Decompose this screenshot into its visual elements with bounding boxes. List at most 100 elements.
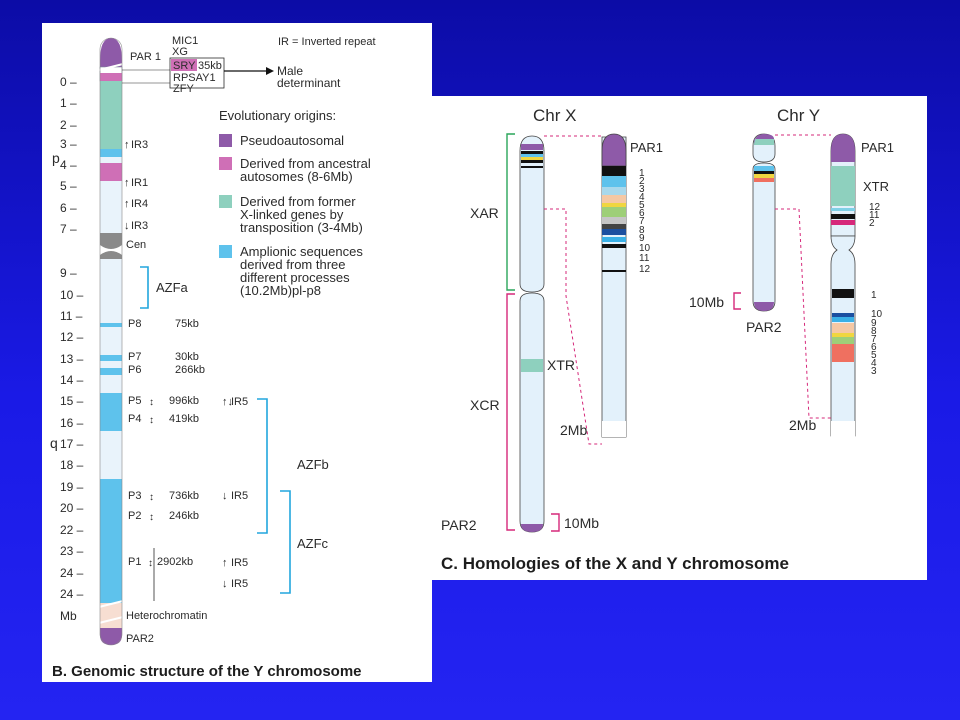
segment-pale-a [100, 157, 122, 163]
par1-cap [100, 38, 122, 73]
svg-text:9: 9 [639, 233, 645, 244]
scale-label: 12 – [60, 330, 84, 344]
scale-label: 24 – [60, 587, 84, 601]
palindrome-name: P4 [128, 413, 141, 425]
svg-text:1: 1 [639, 168, 645, 179]
ir-marker: ↑↓ [222, 396, 233, 408]
palindrome-name: P1 [128, 556, 141, 568]
ir-marker: ↑ [124, 177, 130, 189]
palindrome-size: 996kb [169, 395, 199, 407]
y-chromosome [98, 37, 124, 646]
gene-sry: SRY [173, 60, 196, 72]
legend-swatch-pseudoautosomal [219, 134, 232, 147]
xar-label: XAR [470, 205, 499, 221]
svg-text:10: 10 [871, 309, 883, 320]
palindrome-name: P2 [128, 510, 141, 522]
scale-label: 15 – [60, 394, 84, 408]
ir5-label: IR5 [231, 490, 248, 502]
legend-label: (10.2Mb)pl-p8 [240, 283, 321, 298]
ir-marker: ↑ [222, 557, 228, 569]
svg-text:3: 3 [871, 366, 877, 377]
scale-label: 19 – [60, 480, 84, 494]
cen-label: Cen [126, 239, 146, 251]
ir-label: IR3 [131, 139, 148, 151]
y-structure-diagram: 0 – 1 – 2 – 3 – 4 – 5 – 6 – 7 – 9 – 10 –… [50, 35, 376, 646]
svg-text:↕: ↕ [148, 558, 153, 569]
scale-label: 9 – [60, 266, 77, 280]
svg-text:11: 11 [869, 210, 880, 221]
y-chromosome-small [752, 133, 776, 312]
xcr-label: XCR [470, 397, 500, 413]
svg-text:1: 1 [871, 290, 877, 301]
palindrome-name: P6 [128, 364, 141, 376]
gene-sry-size: 35kb [198, 60, 222, 72]
x-par1-label: PAR1 [630, 140, 663, 155]
xy-homology-panel: Chr X Chr Y XTR XAR XCR PAR2 10 [431, 96, 927, 580]
gene-box [169, 57, 225, 89]
palindrome-size: 266kb [175, 364, 205, 376]
ir5-label: IR5 [231, 578, 248, 590]
arrow-head-icon [266, 67, 274, 75]
panel-b-caption: B. Genomic structure of the Y chromosome [52, 663, 362, 680]
par1-label: PAR 1 [130, 51, 161, 63]
y-par2-label: PAR2 [746, 319, 782, 335]
palindrome-size: 2902kb [157, 556, 193, 568]
scale-label: 5 – [60, 179, 77, 193]
scale-label: 23 – [60, 544, 84, 558]
palindrome-size: 75kb [175, 318, 199, 330]
gene-xg: XG [172, 46, 188, 58]
segment-ancestral-top [100, 73, 122, 81]
y-genomic-structure-panel: 0 – 1 – 2 – 3 – 4 – 5 – 6 – 7 – 9 – 10 –… [42, 23, 432, 682]
x-xtr-label: XTR [547, 357, 575, 373]
svg-text:6: 6 [871, 342, 877, 353]
par2-cap [100, 628, 122, 645]
svg-text:10: 10 [639, 243, 651, 254]
legend-label: Derived from ancestral [240, 156, 371, 171]
legend-label: different processes [240, 270, 350, 285]
par2-label: PAR2 [126, 633, 154, 645]
svg-text:12: 12 [869, 202, 881, 213]
legend-label: derived from three [240, 257, 346, 272]
azfc-label: AZFc [297, 536, 329, 551]
p-arm-label: p [52, 150, 60, 166]
band-p8 [100, 323, 122, 327]
scale-label: 3 – [60, 137, 77, 151]
ir-marker: ↑ [124, 198, 130, 210]
svg-text:12: 12 [639, 264, 651, 275]
x-mb-label: 2Mb [560, 422, 587, 438]
centromere-top [100, 233, 122, 249]
svg-text:11: 11 [639, 253, 650, 264]
palindrome-name: P7 [128, 351, 141, 363]
x-chromosome [519, 135, 545, 533]
legend-swatch-ampliconic [219, 245, 232, 258]
legend-swatch-ancestral [219, 157, 232, 170]
scale-label: 11 – [60, 309, 83, 323]
band-azfc [100, 479, 122, 603]
svg-text:2: 2 [639, 176, 645, 187]
centromere-bottom [100, 251, 122, 259]
ir-marker: ↓ [124, 220, 130, 232]
y-xtr-label: XTR [863, 179, 889, 194]
palindrome-name: P5 [128, 395, 141, 407]
svg-text:6: 6 [639, 208, 645, 219]
ir-marker: ↓ [222, 490, 228, 502]
scale-label: 7 – [60, 222, 77, 236]
legend: Pseudoautosomal Derived from ancestral a… [219, 133, 371, 298]
svg-text:↕: ↕ [149, 415, 154, 426]
svg-text:9: 9 [871, 318, 877, 329]
q-arm-label: q [50, 435, 58, 451]
palindrome-size: 736kb [169, 490, 199, 502]
chr-x-title: Chr X [533, 106, 576, 125]
palindrome-arm-markers: ↕↕ ↕↕ ↕ [148, 397, 154, 569]
x-par2-bracket [551, 513, 560, 532]
segment-ancestral [100, 163, 122, 181]
x-band-numbers: 1 2 3 4 5 6 7 8 9 10 11 12 [639, 168, 651, 275]
scale-label: 1 – [60, 96, 77, 110]
legend-label: X-linked genes by [240, 207, 344, 222]
scale-label: 20 – [60, 501, 84, 515]
svg-text:8: 8 [871, 326, 877, 337]
band-p7 [100, 355, 122, 361]
x-zoom-column [601, 133, 627, 438]
svg-text:4: 4 [871, 358, 877, 369]
